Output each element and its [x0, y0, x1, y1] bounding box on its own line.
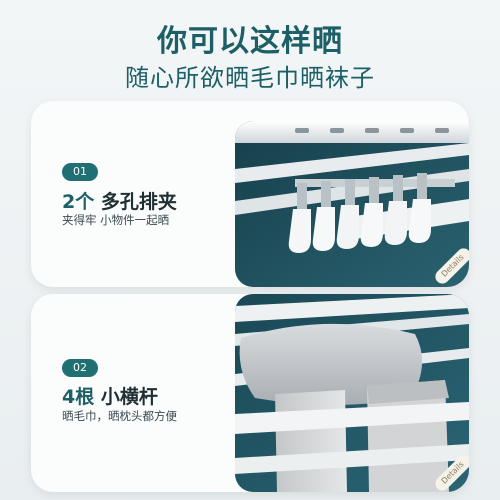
- feature-heading: 2个 多孔排夹: [62, 187, 177, 214]
- feature-heading-number: 4根: [62, 386, 95, 408]
- feature-description: 夹得牢 小物件一起晒: [62, 213, 170, 227]
- page-title: 你可以这样晒: [157, 24, 343, 59]
- feature-heading-label: 小横杆: [94, 386, 158, 408]
- page-subtitle: 随心所欲晒毛巾晒袜子: [125, 64, 375, 92]
- pillow-towel-illustration: [235, 294, 469, 492]
- clip-rack-illustration: [235, 121, 469, 287]
- product-photo-clips: [235, 121, 469, 287]
- feature-card-bars: 02 4根 小横杆 晒毛巾，晒枕头都方便: [31, 294, 469, 492]
- step-badge: 02: [62, 359, 98, 377]
- feature-card-clips: 01 2个 多孔排夹 夹得牢 小物件一起晒: [31, 101, 469, 287]
- step-badge: 01: [62, 163, 98, 181]
- feature-description: 晒毛巾，晒枕头都方便: [62, 409, 177, 423]
- feature-heading-number: 2个: [62, 191, 95, 213]
- product-photo-bars: [235, 294, 469, 492]
- feature-heading-label: 多孔排夹: [94, 191, 177, 213]
- feature-heading: 4根 小横杆: [62, 382, 158, 409]
